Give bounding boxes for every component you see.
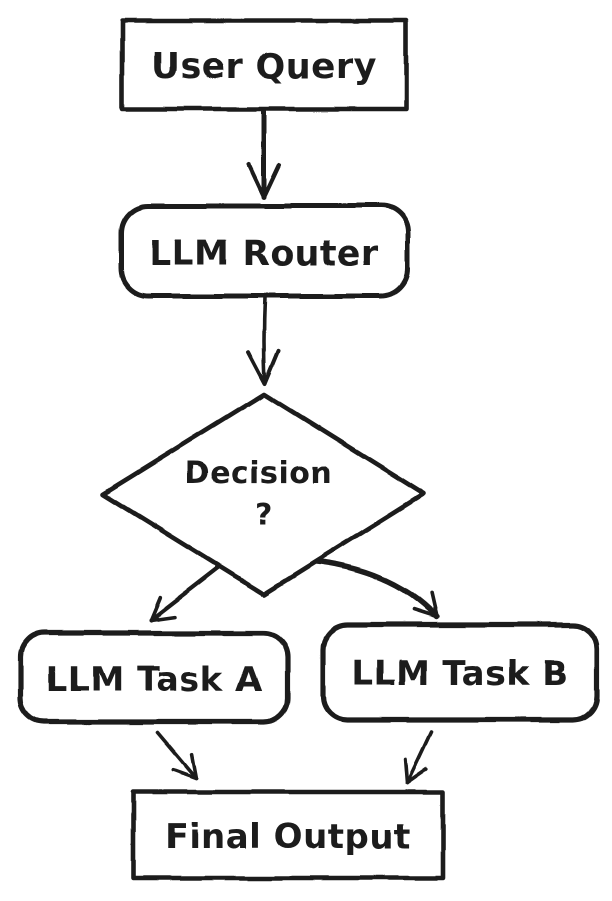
node-llm-task-b: [320, 622, 600, 723]
edge-llm-router-to-decision: [246, 296, 281, 385]
node-label-llm-task-b: LLM Task B: [352, 654, 568, 694]
node-label-final-output: Final Output: [165, 817, 411, 857]
edge-llm-task-a-to-final-output: [156, 731, 198, 780]
node-label-user-query: User Query: [151, 47, 377, 87]
node-llm-router: [118, 203, 411, 299]
edge-llm-task-b-to-final-output: [403, 730, 433, 785]
node-label-llm-task-a: LLM Task A: [46, 660, 263, 700]
node-final-output: [130, 789, 446, 881]
node-user-query: [119, 18, 409, 112]
node-llm-task-a: [17, 630, 291, 725]
edge-decision-to-llm-task-b: [303, 558, 440, 620]
node-decision: [100, 391, 427, 597]
node-label-decision: Decision ?: [185, 456, 343, 533]
node-label-llm-router: LLM Router: [149, 234, 380, 274]
